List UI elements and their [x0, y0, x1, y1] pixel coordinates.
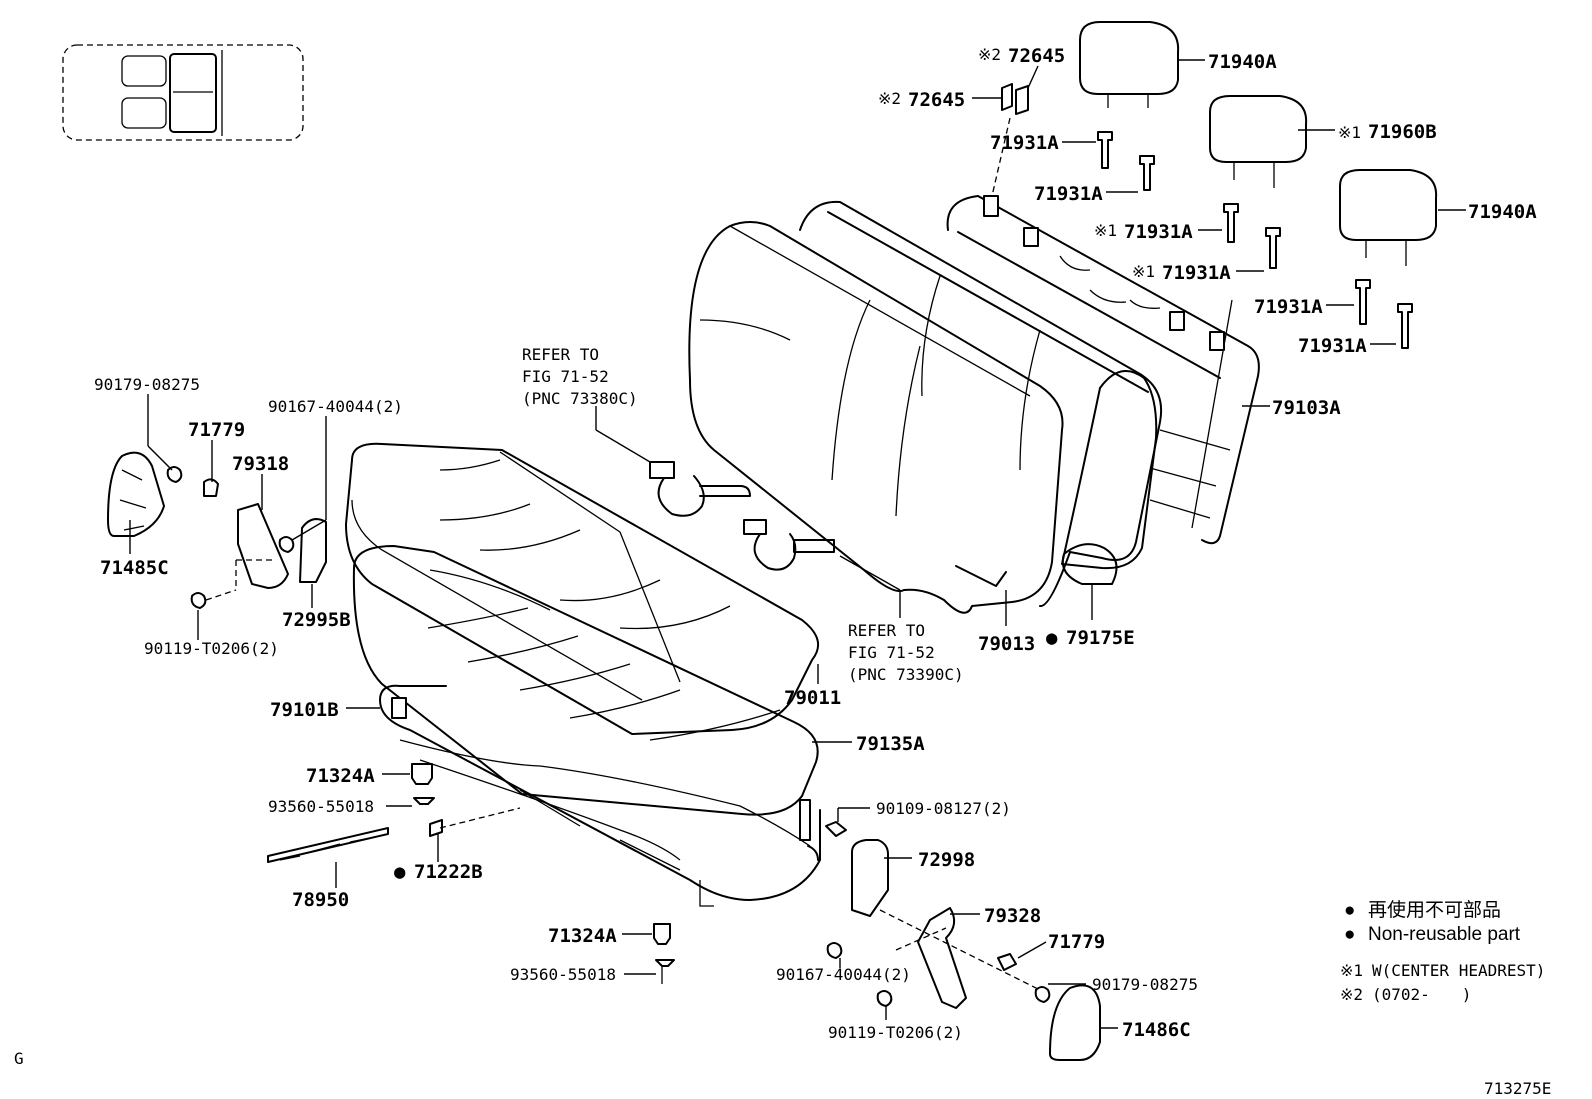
vehicle-location-inset — [62, 44, 304, 141]
label-93560-top: 93560-55018 — [268, 797, 374, 816]
note2-marker-b: ※2 — [878, 89, 901, 108]
note1-marker-c: ※1 — [1132, 262, 1155, 281]
seatback-pad-79013 — [799, 200, 1162, 607]
label-79011: 79011 — [784, 687, 841, 709]
label-71931a-5: 71931A — [1254, 296, 1323, 318]
note1-marker-a: ※1 — [1338, 123, 1361, 142]
label-79175e: 79175E — [1066, 627, 1135, 649]
label-71324a-top: 71324A — [306, 765, 375, 787]
headrest-71940a-right — [1339, 169, 1438, 266]
hinge-right — [825, 821, 1101, 1061]
label-71931a-4: 71931A — [1162, 262, 1231, 284]
label-71779-left: 71779 — [188, 419, 245, 441]
legend-note1-marker: ※1 — [1340, 961, 1363, 980]
refer-note-top: REFER TO FIG 71-52 (PNC 73380C) — [522, 345, 638, 408]
part-labels: ※2 72645 ※2 72645 71940A ※1 71960B 71931… — [94, 45, 1537, 1042]
label-71940a-top: 71940A — [1208, 51, 1277, 73]
non-reusable-marker-71222b: ● — [394, 861, 406, 883]
hinge-left — [107, 451, 327, 609]
label-79103a: 79103A — [1272, 397, 1341, 419]
refer-top-line-3: (PNC 73380C) — [522, 389, 638, 408]
label-71486c: 71486C — [1122, 1019, 1191, 1041]
label-72645-a: 72645 — [1008, 45, 1065, 67]
refer-note-bottom: REFER TO FIG 71-52 (PNC 73390C) — [848, 621, 964, 684]
seat-belt-buckles — [595, 406, 901, 618]
seatback-cover-front — [688, 221, 1158, 614]
note2-marker-a: ※2 — [978, 45, 1001, 64]
seat-cushion-cover-79011 — [345, 442, 820, 735]
label-71940a-right: 71940A — [1468, 201, 1537, 223]
label-90167-left: 90167-40044(2) — [268, 397, 403, 416]
legend-bullet-jp: ● — [1344, 900, 1355, 921]
label-71931a-3: 71931A — [1124, 221, 1193, 243]
label-79328: 79328 — [984, 905, 1041, 927]
refer-bottom-line-3: (PNC 73390C) — [848, 665, 964, 684]
label-79101b: 79101B — [270, 699, 339, 721]
label-79318: 79318 — [232, 453, 289, 475]
label-90179-left: 90179-08275 — [94, 375, 200, 394]
refer-bottom-line-1: REFER TO — [848, 621, 925, 640]
label-71779-right: 71779 — [1048, 931, 1105, 953]
legend-note2-text: (0702- ) — [1372, 985, 1471, 1004]
label-71222b: 71222B — [414, 861, 483, 883]
legend-non-reusable-jp: 再使用不可部品 — [1368, 899, 1501, 921]
note1-marker-b: ※1 — [1094, 221, 1117, 240]
corner-code: G — [14, 1049, 24, 1068]
label-93560-bottom: 93560-55018 — [510, 965, 616, 984]
headrest-supports — [991, 83, 1413, 349]
label-71324a-bottom: 71324A — [548, 925, 617, 947]
label-71931a-1: 71931A — [990, 132, 1059, 154]
label-90119-right: 90119-T0206(2) — [828, 1023, 963, 1042]
legend-bullet-en: ● — [1344, 924, 1355, 945]
seat-cushion-pad-79135a — [352, 545, 819, 816]
leg-hardware-bottom — [653, 923, 675, 984]
label-79135a: 79135A — [856, 733, 925, 755]
label-79013: 79013 — [978, 633, 1035, 655]
label-72645-b: 72645 — [908, 89, 965, 111]
headrest-71960b — [1209, 95, 1308, 188]
label-90167-right: 90167-40044(2) — [776, 965, 911, 984]
non-reusable-marker-79175e: ● — [1046, 627, 1058, 649]
refer-bottom-line-2: FIG 71-52 — [848, 643, 935, 662]
refer-top-line-2: FIG 71-52 — [522, 367, 609, 386]
legend: ● 再使用不可部品 ● Non-reusable part ※1 W(CENTE… — [1340, 899, 1545, 1004]
label-90179-right: 90179-08275 — [1092, 975, 1198, 994]
label-71485c: 71485C — [100, 557, 169, 579]
refer-top-line-1: REFER TO — [522, 345, 599, 364]
label-71960b: 71960B — [1368, 121, 1437, 143]
label-71931a-2: 71931A — [1034, 183, 1103, 205]
headrest-71940a-top — [1079, 21, 1180, 108]
legend-note1-text: W(CENTER HEADREST) — [1372, 961, 1545, 980]
seatback-frame-79103a — [946, 195, 1260, 545]
leader-lines — [129, 59, 1466, 1029]
label-72998: 72998 — [918, 849, 975, 871]
figure-id: 713275E — [1484, 1079, 1551, 1098]
seat-frame-79101b — [379, 684, 821, 907]
legend-note2-marker: ※2 — [1340, 985, 1363, 1004]
label-90109: 90109-08127(2) — [876, 799, 1011, 818]
label-71931a-6: 71931A — [1298, 335, 1367, 357]
leg-hardware-left — [267, 763, 521, 863]
label-72995b: 72995B — [282, 609, 351, 631]
legend-non-reusable-en: Non-reusable part — [1368, 924, 1521, 945]
label-78950: 78950 — [292, 889, 349, 911]
label-90119-left: 90119-T0206(2) — [144, 639, 279, 658]
